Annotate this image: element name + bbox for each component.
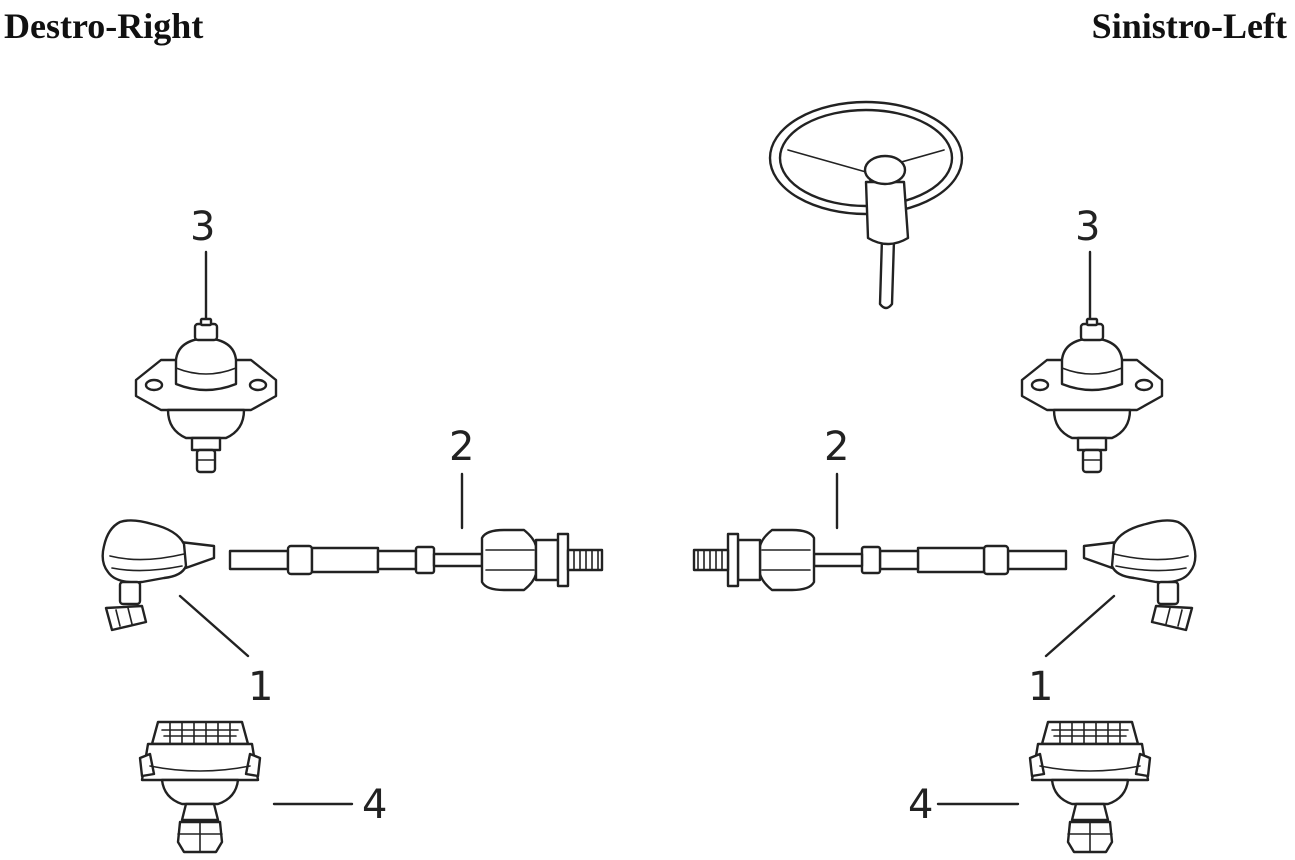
callout-4-left: 4 [362,782,387,828]
right-assembly: 3 2 1 4 [692,204,1197,854]
tie-rod-end-right [1082,519,1197,632]
callout-3-right: 3 [1075,204,1100,250]
tie-rod-right [692,528,1068,592]
leader-1-left [178,594,250,658]
tie-rod-end-left [101,519,216,632]
callout-1-left: 1 [248,664,273,710]
callout-1-right: 1 [1028,664,1053,710]
lower-ball-joint-right [1028,720,1152,854]
leader-1-right [1044,594,1116,658]
upper-ball-joint-left [134,317,278,474]
callout-2-left: 2 [449,424,474,470]
upper-ball-joint-right [1020,317,1164,474]
left-assembly: 3 2 1 4 [101,204,604,854]
callout-4-right: 4 [908,782,933,828]
title-destro-right: Destro-Right [4,6,204,46]
title-sinistro-left: Sinistro-Left [1091,6,1287,46]
callout-2-right: 2 [824,424,849,470]
lower-ball-joint-left [138,720,262,854]
tie-rod-left [228,528,604,592]
callout-3-left: 3 [190,204,215,250]
steering-wheel [768,100,964,310]
